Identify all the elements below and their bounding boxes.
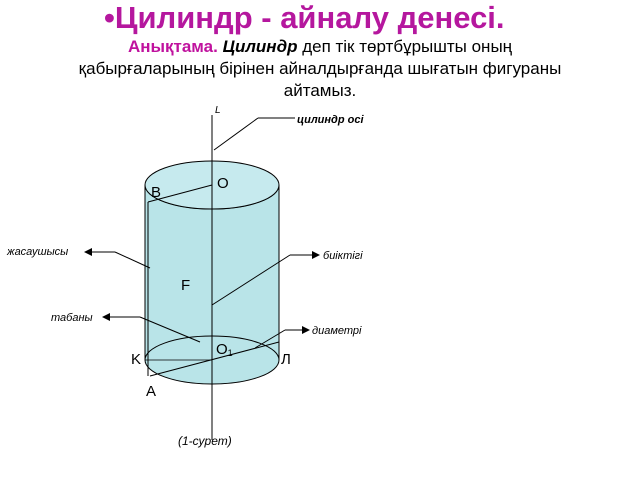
diameter-callout: [254, 326, 310, 349]
top-radius-line: [147, 184, 213, 203]
base-callout: [102, 313, 201, 343]
axis-label: L: [215, 105, 221, 116]
definition-label: Анықтама.: [127, 37, 218, 56]
point-f-label: F: [181, 277, 190, 294]
axis-callout: [213, 117, 295, 151]
axis-callout-label: цилиндр осі: [297, 114, 364, 126]
height-callout-label: биіктігі: [323, 250, 363, 262]
figure-caption: (1-сурет): [178, 434, 232, 448]
point-o1-label: O1: [216, 341, 233, 358]
point-o1-main: O: [216, 341, 228, 358]
diameter-callout-label: диаметрі: [312, 325, 362, 337]
generator-callout-label: жасаушысы: [6, 246, 68, 258]
point-k-label: K: [131, 351, 141, 368]
base-callout-label: табаны: [51, 312, 93, 324]
definition-paragraph: Анықтама. Цилиндр деп тік төртбұрышты он…: [60, 36, 580, 102]
generator-callout: [84, 248, 151, 269]
point-l-label: Л: [281, 351, 291, 368]
point-b-label: B: [151, 184, 161, 201]
point-a-label: A: [146, 383, 156, 400]
point-o-label: O: [217, 175, 229, 192]
definition-term: Цилиндр: [222, 37, 298, 56]
height-callout: [290, 251, 320, 259]
definition-text: деп тік төртбұрышты оның қабырғаларының …: [78, 37, 562, 100]
point-o1-subscript: 1: [228, 348, 233, 358]
height-indicator-line: [211, 254, 291, 306]
page-title: •Цилиндр - айналу денесі.: [104, 0, 505, 35]
bottom-diameter-line: [149, 341, 280, 377]
